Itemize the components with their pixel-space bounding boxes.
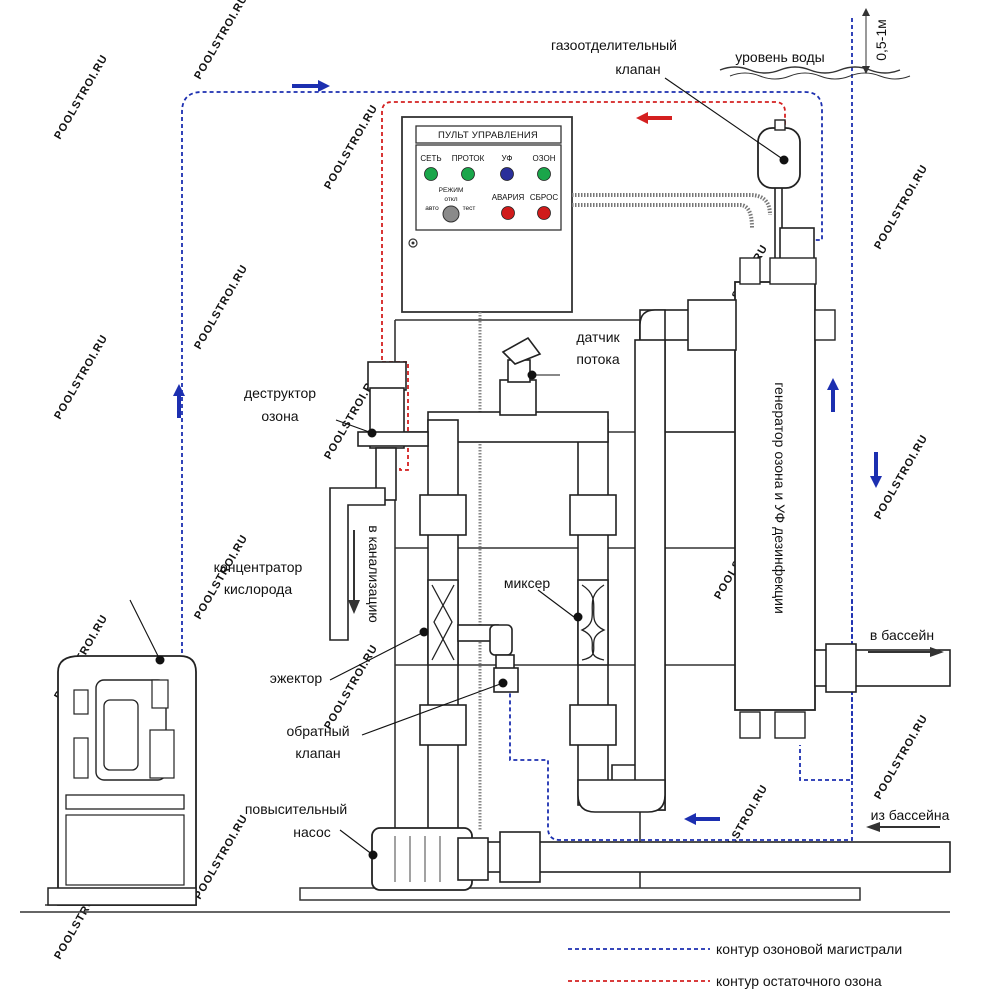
watermark-text: POOLSTROI.RU [322, 103, 380, 192]
gas-separation-valve [757, 119, 815, 269]
mode-off-label: откл [444, 196, 457, 203]
watermark-text: POOLSTROI.RU [192, 263, 250, 352]
mode-auto-label: авто [425, 205, 439, 212]
watermark-text: POOLSTROI.RU [52, 333, 110, 422]
check-valve-label-1: обратный [286, 723, 349, 739]
legend-residual-label: контур остаточного озона [716, 973, 882, 989]
oxygen-label-1: концентратор [214, 559, 303, 575]
from-pool-label: из бассейна [871, 807, 950, 823]
oxygen-label-2: кислорода [224, 581, 292, 597]
indicator-label: УФ [502, 154, 513, 163]
alarm-lamp [501, 206, 515, 220]
to-pool-label: в бассейн [870, 627, 934, 643]
indicator-label: ОЗОН [533, 154, 556, 163]
leaders [129, 77, 944, 860]
watermark-text: POOLSTROI.RU [192, 533, 250, 622]
to-sewer-label: в канализацию [366, 525, 382, 623]
uv-ozone-generator: генератор озона и УФ дезинфекции [734, 257, 836, 739]
legend-ozone-label: контур озоновой магистрали [716, 941, 902, 957]
destructor-label-1: деструктор [244, 385, 316, 401]
indicator-label: СЕТЬ [420, 154, 441, 163]
pump-label-2: насос [293, 824, 330, 840]
reset-label: СБРОС [530, 193, 558, 202]
water-level-marker [719, 8, 911, 80]
check-valve-label-2: клапан [295, 745, 340, 761]
gas-valve-label-1: газоотделительный [551, 37, 677, 53]
booster-pump [371, 827, 489, 891]
indicator-lamp [500, 167, 514, 181]
watermark-text: POOLSTROI.RU [322, 643, 380, 732]
generator-label: генератор озона и УФ дезинфекции [772, 382, 788, 614]
alarm-label: АВАРИЯ [492, 193, 525, 202]
reset-button[interactable] [537, 206, 551, 220]
watermark-text: POOLSTROI.RU [192, 0, 250, 82]
flow-sensor-label-2: потока [576, 351, 620, 367]
indicator-lamp [461, 167, 475, 181]
mode-label: РЕЖИМ [439, 187, 464, 194]
legend: контур озоновой магистрали контур остато… [568, 941, 902, 989]
watermark-text: POOLSTROI.RU [872, 163, 930, 252]
mixer-label: миксер [504, 575, 551, 591]
watermark-text: POOLSTROI.RU [52, 53, 110, 142]
panel-screw-icon [408, 238, 418, 248]
pump-label-1: повысительный [245, 801, 347, 817]
control-panel-title: ПУЛЬТ УПРАВЛЕНИЯ [438, 130, 538, 141]
watermark-text: POOLSTROI.RU [872, 713, 930, 802]
indicator-label: ПРОТОК [452, 154, 485, 163]
flow-sensor-label-1: датчик [576, 329, 620, 345]
cables [478, 193, 772, 830]
indicator-lamp [424, 167, 438, 181]
ejector-label: эжектор [270, 670, 323, 686]
destructor-label-2: озона [261, 408, 298, 424]
water-level-label: уровень воды [735, 49, 824, 65]
depth-label: 0,5-1м [873, 19, 889, 61]
labels: газоотделительный клапан уровень воды 0,… [214, 19, 950, 840]
mode-test-label: тест [463, 205, 476, 212]
indicator-group: СЕТЬ ПРОТОК УФ ОЗОН [420, 154, 556, 181]
indicator-lamp [537, 167, 551, 181]
oxygen-concentrator [47, 655, 197, 906]
gas-valve-label-2: клапан [615, 61, 660, 77]
pipework [329, 299, 951, 883]
watermark-text: POOLSTROI.RU [192, 813, 250, 902]
mode-knob[interactable] [442, 205, 460, 223]
